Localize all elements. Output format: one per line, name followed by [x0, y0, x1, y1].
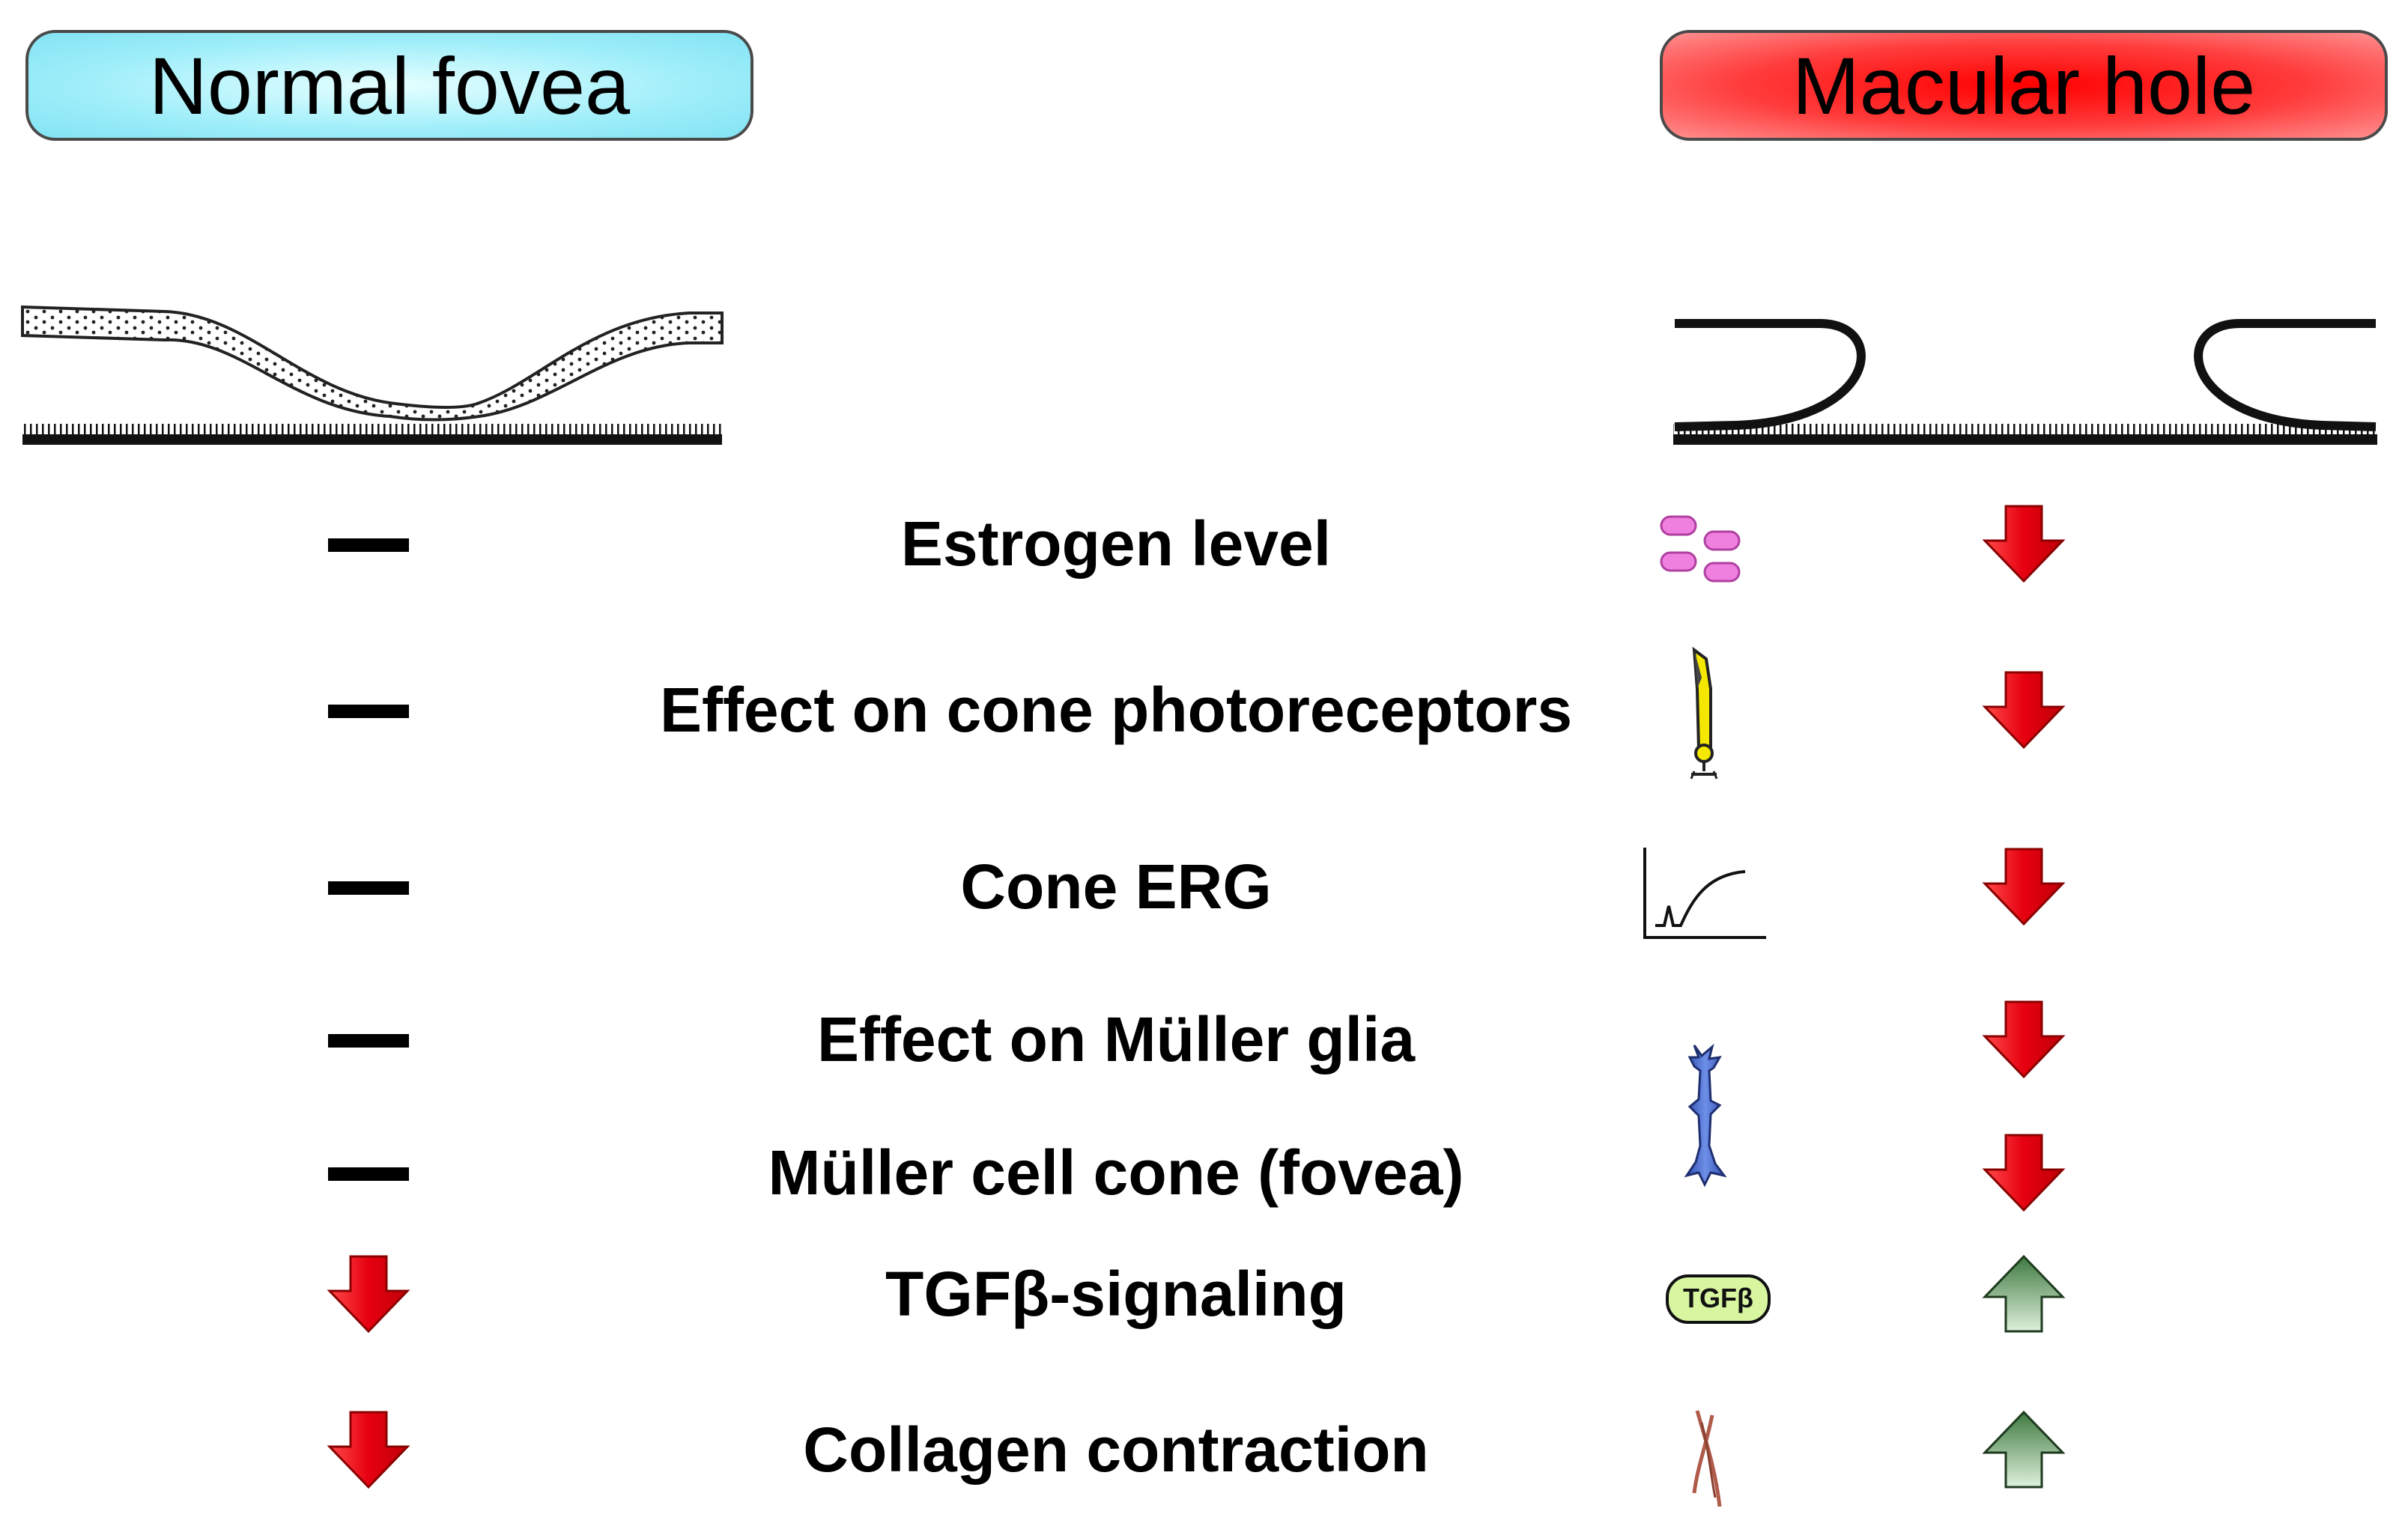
normal-fovea-diagram [21, 305, 724, 445]
normal-dash-mark [328, 1034, 409, 1048]
macular-hole-header: Macular hole [1660, 30, 2388, 141]
macular-hole-title: Macular hole [1792, 40, 2256, 131]
row-label: Cone ERG [960, 851, 1272, 922]
normal-dash-mark [328, 881, 409, 895]
row-label: Collagen contraction [803, 1414, 1429, 1485]
hole-up-arrow-icon [1982, 1410, 2066, 1489]
normal-fovea-header: Normal fovea [25, 30, 753, 141]
row-label: Estrogen level [900, 508, 1332, 579]
row-label: Müller cell cone (fovea) [768, 1137, 1464, 1208]
hole-down-arrow-icon [1982, 1134, 2066, 1212]
muller-glia-cell-icon [1684, 1043, 1727, 1188]
row-marks [327, 505, 2066, 1489]
hole-down-arrow-icon [1982, 1000, 2066, 1079]
tgfb-badge-icon: TGFβ [1666, 1274, 1771, 1324]
macular-hole-diagram [1673, 319, 2377, 445]
normal-dash-mark [328, 538, 409, 552]
normal-down-arrow-icon [327, 1411, 410, 1489]
normal-dash-mark [328, 1167, 409, 1181]
hole-up-arrow-icon [1982, 1254, 2066, 1333]
normal-dash-mark [328, 705, 409, 718]
normal-fovea-title: Normal fovea [148, 40, 631, 131]
normal-down-arrow-icon [327, 1255, 410, 1334]
cone-photoreceptor-icon [1690, 646, 1718, 779]
row-label: Effect on Müller glia [816, 1004, 1416, 1075]
erg-waveform-icon [1643, 848, 1766, 939]
row-label: Effect on cone photoreceptors [659, 675, 1573, 745]
collagen-fibers-icon [1692, 1410, 1722, 1507]
hole-down-arrow-icon [1982, 505, 2066, 583]
row-label: TGFβ-signaling [885, 1259, 1347, 1329]
hole-down-arrow-icon [1982, 671, 2066, 750]
hole-down-arrow-icon [1982, 848, 2066, 926]
estrogen-molecules-icon [1660, 515, 1741, 583]
tgfb-badge-text: TGFβ [1683, 1283, 1753, 1313]
